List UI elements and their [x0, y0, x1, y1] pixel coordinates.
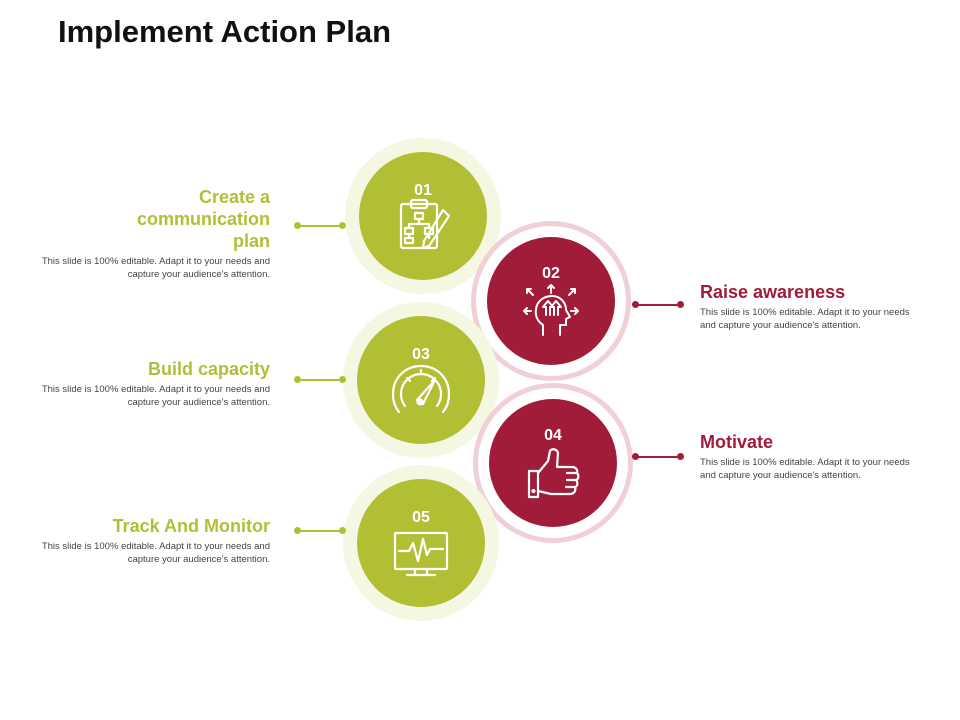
step-02-heading: Raise awareness — [700, 282, 846, 302]
step-04-number: 04 — [544, 427, 562, 444]
step-01-label: Create a communication plan This slide i… — [40, 186, 270, 281]
step-02-description: This slide is 100% editable. Adapt it to… — [700, 307, 910, 331]
connector-03 — [294, 376, 346, 384]
step-05-circle[interactable]: 05 — [357, 479, 485, 607]
step-02-circle[interactable]: 02 — [487, 237, 615, 365]
connector-04 — [632, 453, 684, 461]
speedometer-icon — [391, 364, 451, 414]
step-04-circle[interactable]: 04 — [489, 399, 617, 527]
step-04-description: This slide is 100% editable. Adapt it to… — [700, 457, 910, 481]
step-03-heading: Build capacity — [147, 359, 270, 379]
step-03-description: This slide is 100% editable. Adapt it to… — [41, 384, 270, 408]
monitor-pulse-icon — [393, 531, 449, 577]
step-05-description: This slide is 100% editable. Adapt it to… — [41, 541, 270, 565]
connector-05 — [294, 527, 346, 535]
step-01-number: 01 — [414, 182, 432, 199]
page-title: Implement Action Plan — [58, 14, 392, 49]
connector-02 — [632, 301, 684, 309]
step-03-number: 03 — [412, 346, 430, 363]
step-05-number: 05 — [412, 509, 430, 526]
step-03-circle[interactable]: 03 — [357, 316, 485, 444]
step-02-number: 02 — [542, 265, 560, 282]
step-04-label: Motivate This slide is 100% editable. Ad… — [700, 431, 926, 482]
step-05-heading: Track And Monitor — [112, 516, 270, 536]
step-01-circle[interactable]: 01 — [359, 152, 487, 280]
thumbs-up-icon — [527, 448, 580, 499]
clipboard-flowchart-icon — [399, 198, 451, 250]
step-04-heading: Motivate — [700, 432, 774, 452]
head-arrows-icon — [523, 284, 579, 336]
step-01-heading: Create a communication plan — [136, 187, 270, 251]
step-03-label: Build capacity This slide is 100% editab… — [40, 358, 270, 409]
step-01-description: This slide is 100% editable. Adapt it to… — [41, 256, 270, 280]
step-05-label: Track And Monitor This slide is 100% edi… — [40, 515, 270, 566]
step-02-label: Raise awareness This slide is 100% edita… — [700, 281, 926, 332]
connector-01 — [294, 222, 346, 230]
